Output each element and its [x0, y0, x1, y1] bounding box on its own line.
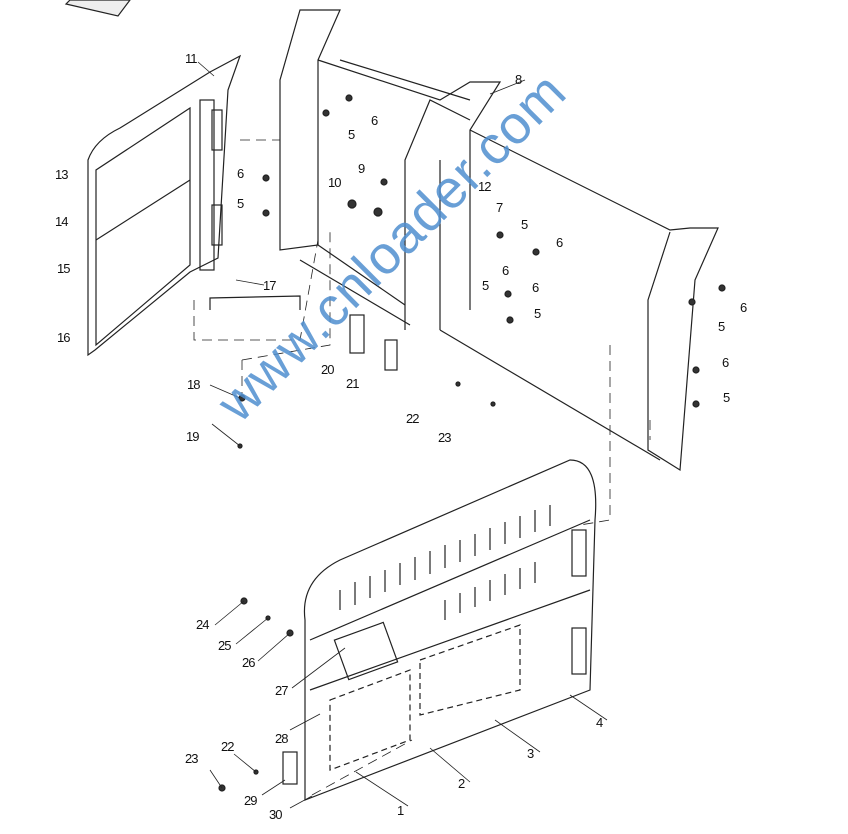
callout-1: 1 — [397, 803, 404, 818]
callout-21: 21 — [346, 376, 360, 391]
callout-22: 22 — [406, 411, 420, 426]
callout-5: 5 — [723, 390, 730, 405]
frame — [279, 9, 719, 472]
callout-11: 11 — [185, 51, 197, 66]
callout-6: 6 — [740, 300, 747, 315]
callout-30: 30 — [269, 807, 283, 822]
callout-18: 18 — [187, 377, 201, 392]
callout-5: 5 — [237, 196, 244, 211]
callout-5: 5 — [718, 319, 725, 334]
callout-13: 13 — [55, 167, 69, 182]
callout-28: 28 — [275, 731, 289, 746]
callout-10: 10 — [328, 175, 342, 190]
callout-5: 5 — [534, 306, 541, 321]
callout-14: 14 — [55, 214, 69, 229]
callout-22: 22 — [221, 739, 235, 754]
callout-27: 27 — [275, 683, 289, 698]
callout-6: 6 — [532, 280, 539, 295]
callout-12: 12 — [478, 179, 492, 194]
bracket-20 — [349, 314, 365, 354]
bracket-21 — [384, 339, 398, 371]
rod-17 — [209, 295, 301, 310]
callout-15: 15 — [57, 261, 71, 276]
callout-6: 6 — [556, 235, 563, 250]
logo-plate — [64, 0, 131, 17]
callout-25: 25 — [218, 638, 232, 653]
left-side-door — [87, 54, 242, 357]
callout-16: 16 — [57, 330, 71, 345]
callout-3: 3 — [527, 746, 534, 761]
small-hardware — [218, 94, 726, 792]
callout-7: 7 — [496, 200, 503, 215]
callout-17: 17 — [263, 278, 277, 293]
leader-lines — [197, 61, 608, 809]
callout-26: 26 — [242, 655, 256, 670]
callout-5: 5 — [348, 127, 355, 142]
callout-20: 20 — [321, 362, 335, 377]
dashed-guides — [193, 139, 651, 796]
callout-23: 23 — [185, 751, 199, 766]
callout-8: 8 — [515, 72, 522, 87]
callout-9: 9 — [358, 161, 365, 176]
callout-6: 6 — [722, 355, 729, 370]
callout-6: 6 — [237, 166, 244, 181]
callout-19: 19 — [186, 429, 200, 444]
callout-5: 5 — [482, 278, 489, 293]
rear-door-panel — [282, 459, 597, 801]
callout-4: 4 — [596, 715, 603, 730]
louvers — [339, 505, 551, 620]
callout-5: 5 — [521, 217, 528, 232]
callout-24: 24 — [196, 617, 210, 632]
callout-2: 2 — [458, 776, 465, 791]
callout-29: 29 — [244, 793, 258, 808]
callout-23: 23 — [438, 430, 452, 445]
callout-6: 6 — [502, 263, 509, 278]
callout-6: 6 — [371, 113, 378, 128]
